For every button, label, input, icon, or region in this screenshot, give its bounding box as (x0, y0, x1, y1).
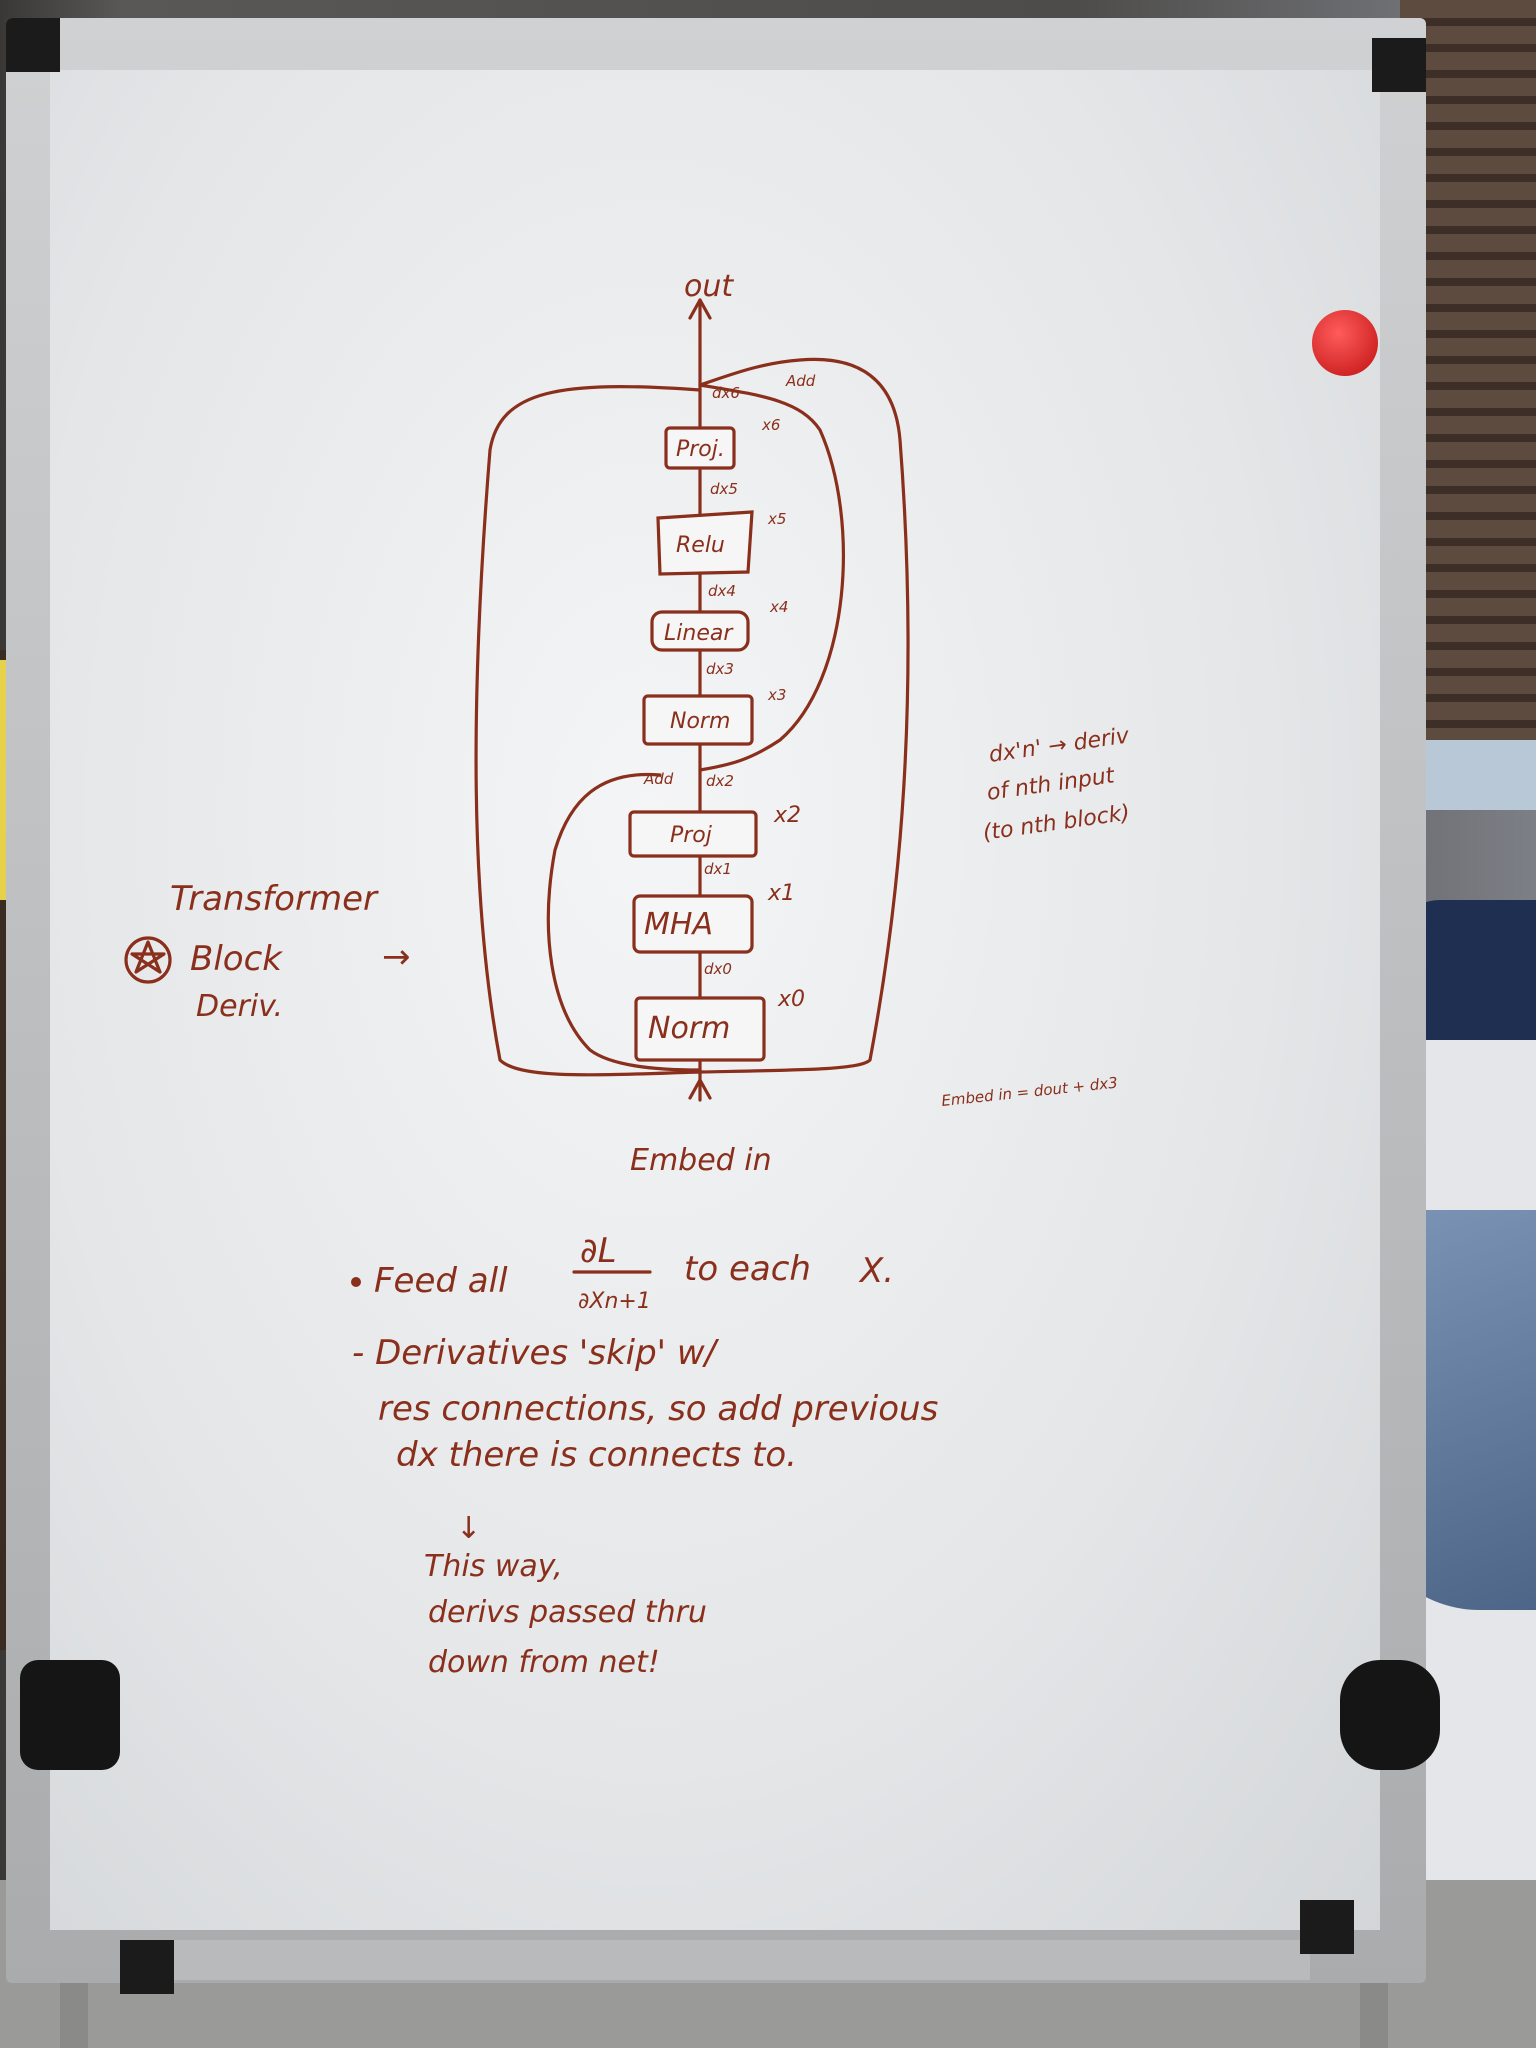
skip-connection-note: - Derivatives 'skip' w/ res connections,… (352, 1333, 938, 1475)
block-mha: MHA (632, 894, 754, 954)
frame-corner (6, 18, 60, 72)
svg-text:∂L: ∂L (580, 1231, 617, 1271)
tag-x0: x0 (777, 987, 805, 1012)
residual-loop-upper (698, 383, 845, 772)
svg-text:- Derivatives 'skip' w/: - Derivatives 'skip' w/ (352, 1333, 720, 1373)
block-proj-mid: Proj (628, 810, 758, 858)
deriv-dx0: dx0 (704, 960, 732, 978)
block-relu: Relu (656, 510, 754, 576)
arrow-up-icon (688, 298, 712, 320)
block-norm-bottom: Norm (634, 996, 766, 1062)
block-linear: Linear (650, 610, 750, 652)
svg-text:dx'n' → deriv: dx'n' → deriv (987, 723, 1131, 768)
svg-text:Linear: Linear (664, 621, 734, 646)
deriv-dx4: dx4 (708, 582, 736, 600)
deriv-dx5: dx5 (710, 480, 738, 498)
svg-text:Norm: Norm (648, 1011, 730, 1046)
svg-text:Proj.: Proj. (676, 437, 725, 462)
tag-x3: x3 (767, 686, 786, 704)
tag-x4: x4 (769, 598, 788, 616)
arrow-up-icon (688, 1078, 712, 1100)
deriv-definition-note: dx'n' → deriv of nth input (to nth block… (981, 723, 1131, 846)
tag-x5: x5 (767, 510, 786, 528)
svg-text:down from net!: down from net! (428, 1645, 660, 1680)
footer-note: This way, derivs passed thru down from n… (424, 1549, 707, 1680)
embed-equation: Embed in = dout + dx3 (941, 1074, 1119, 1110)
easel-knob-right[interactable] (1340, 1660, 1440, 1770)
deriv-dx2: dx2 (706, 772, 734, 790)
add-label-mid: Add (643, 770, 674, 788)
block-proj-top: Proj. (664, 426, 736, 470)
easel-knob-left[interactable] (20, 1660, 120, 1770)
frame-corner (1372, 38, 1426, 92)
deriv-dx6: dx6 (712, 384, 740, 402)
transformer-note: Transformer Block Deriv. → (124, 879, 411, 1024)
tag-x1: x1 (767, 881, 795, 906)
svg-text:Feed all: Feed all (374, 1261, 508, 1301)
svg-text:derivs passed thru: derivs passed thru (428, 1595, 707, 1630)
svg-text:Block: Block (190, 939, 283, 979)
tag-x2: x2 (773, 803, 801, 828)
svg-text:X.: X. (858, 1251, 894, 1291)
svg-text:∂Xn+1: ∂Xn+1 (578, 1289, 651, 1314)
deriv-dx1: dx1 (704, 860, 732, 878)
embed-in-label: Embed in (630, 1143, 772, 1178)
svg-text:dx there is connects to.: dx there is connects to. (396, 1435, 797, 1475)
svg-text:of nth input: of nth input (985, 763, 1117, 806)
out-label: out (684, 269, 734, 304)
residual-loop-lower (546, 772, 702, 1072)
svg-text:(to nth block): (to nth block) (981, 801, 1131, 846)
frame-corner (1300, 1900, 1354, 1954)
svg-text:Norm: Norm (670, 709, 730, 734)
star-icon (130, 940, 166, 974)
arrow-right-icon: → (382, 937, 411, 977)
tag-x6: x6 (761, 416, 780, 434)
svg-text:to each: to each (684, 1249, 811, 1289)
svg-text:res connections, so add previo: res connections, so add previous (378, 1389, 938, 1429)
arrow-down-icon: ↓ (456, 1511, 481, 1546)
svg-text:Transformer: Transformer (170, 879, 379, 919)
bullet-note: Feed all ∂L ∂Xn+1 to each X. (351, 1231, 894, 1314)
marker-tray (160, 1940, 1310, 1980)
add-label-top: Add (785, 372, 816, 390)
svg-text:This way,: This way, (424, 1549, 563, 1584)
deriv-dx3: dx3 (706, 660, 734, 678)
svg-text:Deriv.: Deriv. (196, 989, 283, 1024)
red-magnet (1312, 310, 1378, 376)
svg-text:Relu: Relu (676, 533, 725, 558)
residual-loop-outer (474, 357, 910, 1077)
frame-corner (120, 1940, 174, 1994)
svg-text:MHA: MHA (644, 907, 713, 942)
block-norm-top: Norm (642, 694, 754, 746)
svg-text:Proj: Proj (670, 823, 713, 848)
